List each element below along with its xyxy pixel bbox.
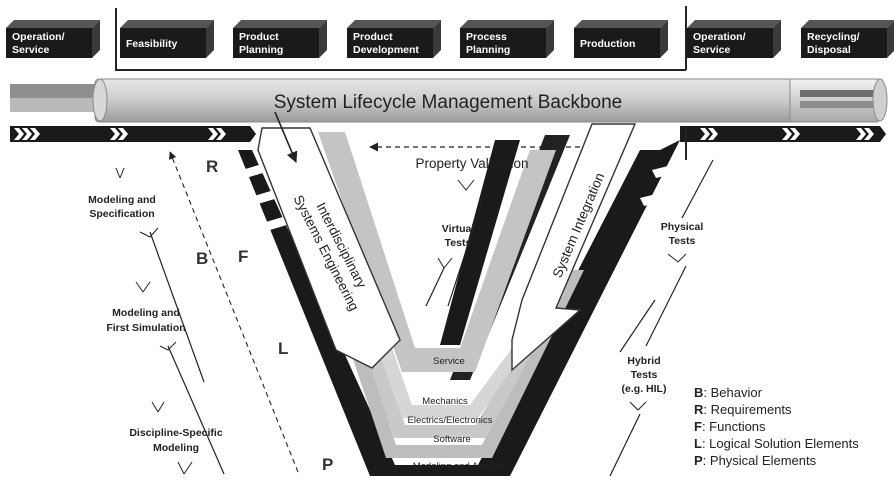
legend-key: P — [694, 453, 703, 468]
legend-item-r: R: Requirements — [694, 402, 792, 417]
legend-text: : Logical Solution Elements — [702, 436, 859, 451]
letter-f: F — [238, 247, 248, 266]
phase-label-line1: Process — [466, 31, 507, 43]
phase-bracket — [115, 8, 686, 71]
virtual-tests-2: Tests — [445, 237, 472, 249]
label-spec-1: Modeling and — [88, 194, 156, 206]
hybrid-tests-3: (e.g. HIL) — [622, 383, 667, 395]
phase-box-6: Production — [574, 20, 668, 58]
phase-box-7: Operation/Service — [687, 20, 781, 58]
legend-key: F — [694, 419, 702, 434]
phase-label-line1: Operation/ — [693, 31, 746, 43]
phase-label-line2: Planning — [239, 44, 283, 56]
phase-label-line2: Service — [12, 44, 50, 56]
legend-text: : Behavior — [703, 385, 762, 400]
label-sim-1: Modeling and — [112, 307, 180, 319]
label-disc-2: Modeling — [153, 442, 199, 454]
left-annotations: Modeling and Specification Modeling and … — [88, 167, 225, 475]
phase-label-line2: Development — [353, 44, 419, 56]
phase-label-line1: Product — [353, 31, 393, 43]
legend-text: : Physical Elements — [703, 453, 817, 468]
chevron-band — [10, 126, 886, 142]
backbone-label: System Lifecycle Management Backbone — [274, 92, 623, 113]
layer-software: Software — [433, 434, 471, 445]
phase-label-line1: Feasibility — [126, 38, 178, 50]
physical-tests-2: Tests — [669, 235, 696, 247]
legend-text: : Requirements — [703, 402, 792, 417]
legend-key: R — [694, 402, 704, 417]
phase-label-line2: Service — [693, 44, 731, 56]
legend-key: B — [694, 385, 703, 400]
letter-l: L — [278, 339, 288, 358]
phase-box-1: Operation/Service — [6, 20, 100, 58]
phase-box-8: Recycling/Disposal — [801, 20, 894, 58]
legend-text: : Functions — [702, 419, 766, 434]
phase-label-line1: Operation/ — [12, 31, 65, 43]
phase-label-line2: Planning — [466, 44, 510, 56]
right-arrow — [511, 123, 637, 372]
physical-tests-1: Physical — [661, 221, 704, 233]
hybrid-tests-2: Tests — [631, 369, 658, 381]
phase-label-line1: Recycling/ — [807, 31, 860, 43]
layer-modeling-analysis: Modeling and Analysis — [413, 461, 508, 472]
backbone-down-arrow — [274, 111, 298, 164]
v-model: Service Mechanics Electrics/Electronics … — [238, 123, 680, 476]
left-arrow — [257, 127, 401, 369]
hybrid-tests-annotation: Hybrid Tests (e.g. HIL) — [609, 299, 667, 477]
letter-r: R — [206, 157, 218, 176]
outer-band — [238, 140, 680, 476]
phase-box-2: Feasibility — [120, 20, 214, 58]
label-disc-1: Discipline-Specific — [129, 427, 223, 439]
legend-item-f: F: Functions — [694, 419, 766, 434]
phase-label-line1: Product — [239, 31, 279, 43]
phase-label-line2: Disposal — [807, 44, 851, 56]
legend-item-p: P: Physical Elements — [694, 453, 817, 468]
letter-p: P — [322, 455, 333, 474]
legend-key: L — [694, 436, 702, 451]
layer-service: Service — [433, 356, 465, 367]
virtual-tests-1: Virtual — [442, 223, 475, 235]
legend-item-b: B: Behavior — [694, 385, 763, 400]
virtual-tests-annotation: Virtual Tests — [425, 179, 485, 307]
hybrid-tests-1: Hybrid — [627, 355, 660, 367]
legend-item-l: L: Logical Solution Elements — [694, 436, 859, 451]
label-sim-2: First Simulation — [106, 322, 185, 334]
letter-b: B — [196, 249, 208, 268]
layer-electronics: Electrics/Electronics — [408, 415, 493, 426]
phase-label-line1: Production — [580, 38, 635, 50]
property-validation-label: Property Validation — [415, 156, 528, 171]
physical-tests-annotation: Physical Tests — [645, 159, 714, 347]
label-spec-2: Specification — [89, 208, 154, 220]
left-dashed-arrow — [168, 151, 299, 473]
backbone-tube: System Lifecycle Management Backbone — [10, 78, 888, 123]
layer-mechanics: Mechanics — [422, 396, 468, 407]
